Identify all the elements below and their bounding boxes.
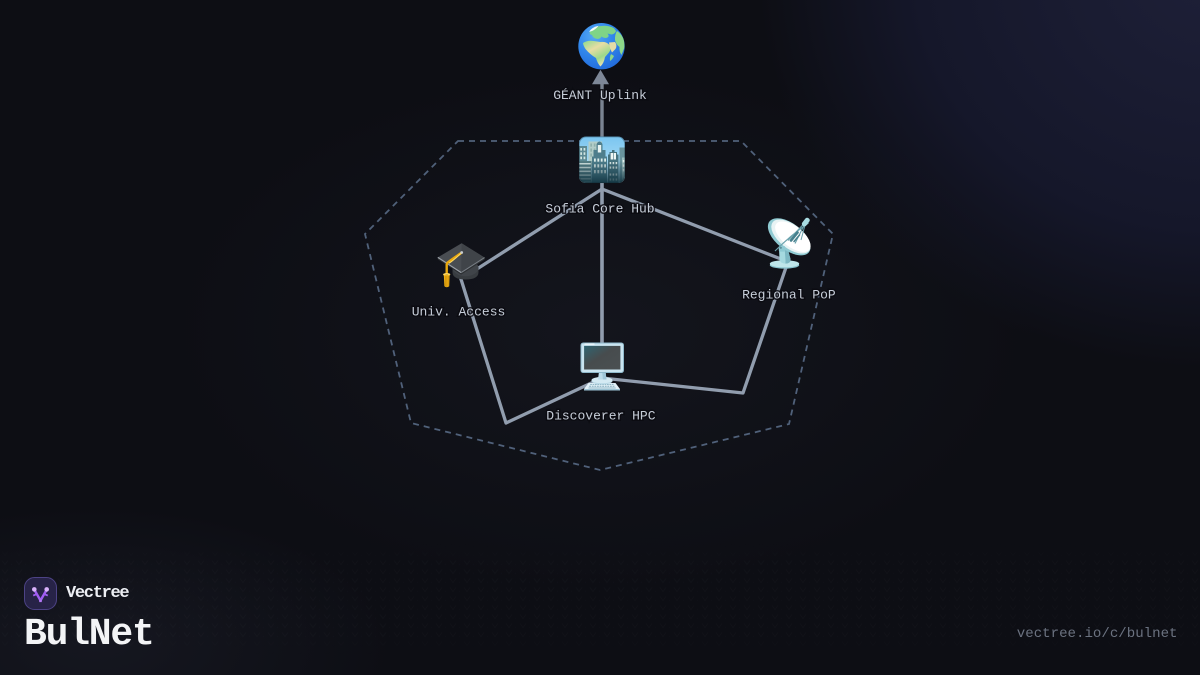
svg-text:Sofia Core Hub: Sofia Core Hub — [545, 202, 654, 217]
svg-text:Univ. Access: Univ. Access — [412, 305, 506, 320]
svg-text:Regional PoP: Regional PoP — [742, 288, 836, 303]
svg-text:GÉANT Uplink: GÉANT Uplink — [553, 88, 647, 103]
svg-text:Discoverer HPC: Discoverer HPC — [546, 409, 655, 424]
